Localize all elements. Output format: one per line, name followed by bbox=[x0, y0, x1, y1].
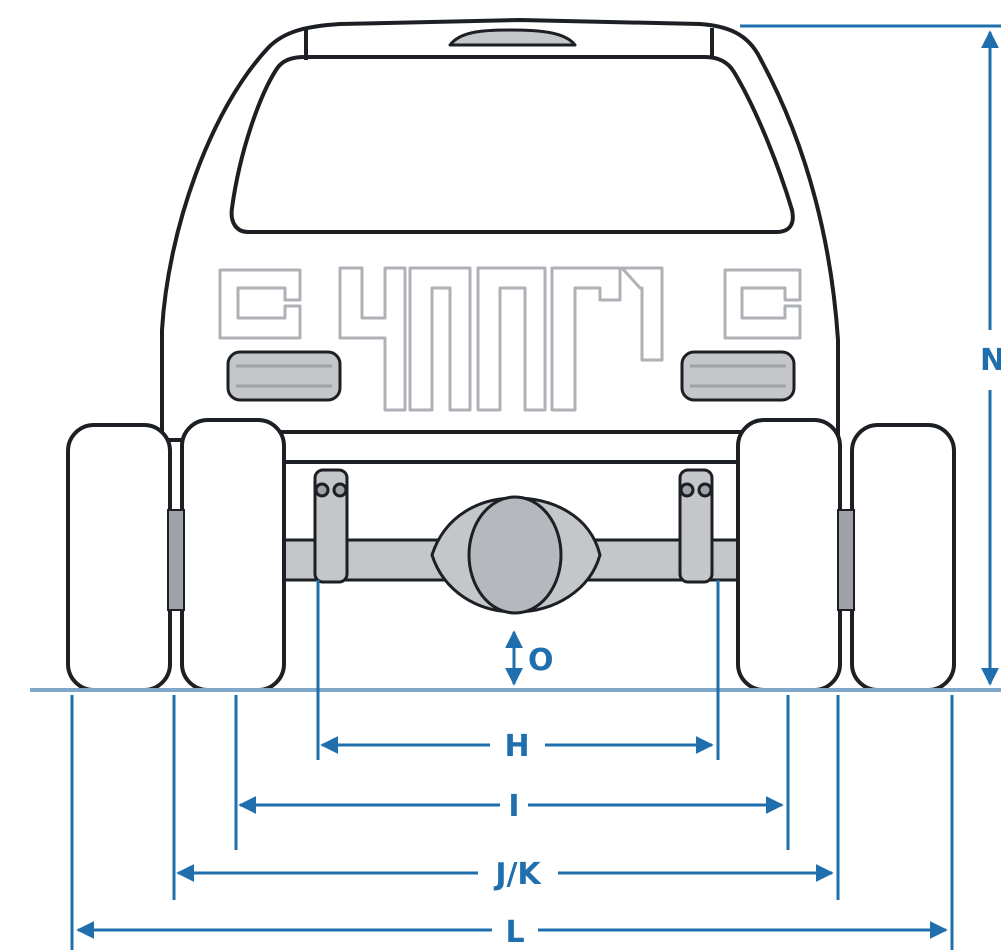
rear-axle bbox=[280, 468, 740, 615]
tailgate-badge-right bbox=[723, 268, 802, 340]
dimension-label-o: O bbox=[528, 643, 554, 678]
roof-light bbox=[448, 28, 577, 47]
tailgate-letter-4 bbox=[550, 266, 622, 412]
dimension-labels: H I J/K L N O bbox=[493, 343, 1001, 950]
differential-cover bbox=[467, 495, 563, 615]
rear-bumper bbox=[278, 430, 748, 464]
vehicle-body bbox=[160, 18, 840, 442]
tail-light-left bbox=[226, 350, 342, 402]
rear-window bbox=[229, 55, 795, 234]
dimension-label-n: N bbox=[980, 343, 1001, 378]
dimension-lines bbox=[70, 24, 1001, 950]
tire-right-inner bbox=[736, 418, 842, 692]
dimension-label-i: I bbox=[508, 789, 519, 824]
tail-light-right bbox=[680, 350, 796, 402]
spring-hanger-left bbox=[313, 468, 349, 584]
tire-right-outer bbox=[850, 423, 956, 692]
dual-spacer-left bbox=[167, 509, 185, 611]
tailgate-badge-left bbox=[218, 268, 302, 340]
dimension-label-h: H bbox=[504, 729, 529, 764]
tail-lights bbox=[226, 350, 796, 402]
tailgate-letter-5 bbox=[620, 266, 664, 362]
dual-spacer-right bbox=[837, 509, 855, 611]
tires bbox=[66, 418, 956, 692]
tailgate-lettering bbox=[218, 266, 802, 412]
bumper-bar bbox=[278, 430, 748, 464]
tire-left-inner bbox=[180, 418, 286, 692]
tailgate-letter-2 bbox=[408, 266, 472, 412]
dimension-label-l: L bbox=[505, 915, 524, 950]
tire-left-outer bbox=[66, 423, 172, 692]
spring-hanger-right bbox=[678, 468, 714, 584]
dimension-label-jk: J/K bbox=[493, 857, 542, 892]
tailgate-letter-3 bbox=[476, 266, 547, 412]
tailgate-letter-1 bbox=[338, 266, 407, 412]
